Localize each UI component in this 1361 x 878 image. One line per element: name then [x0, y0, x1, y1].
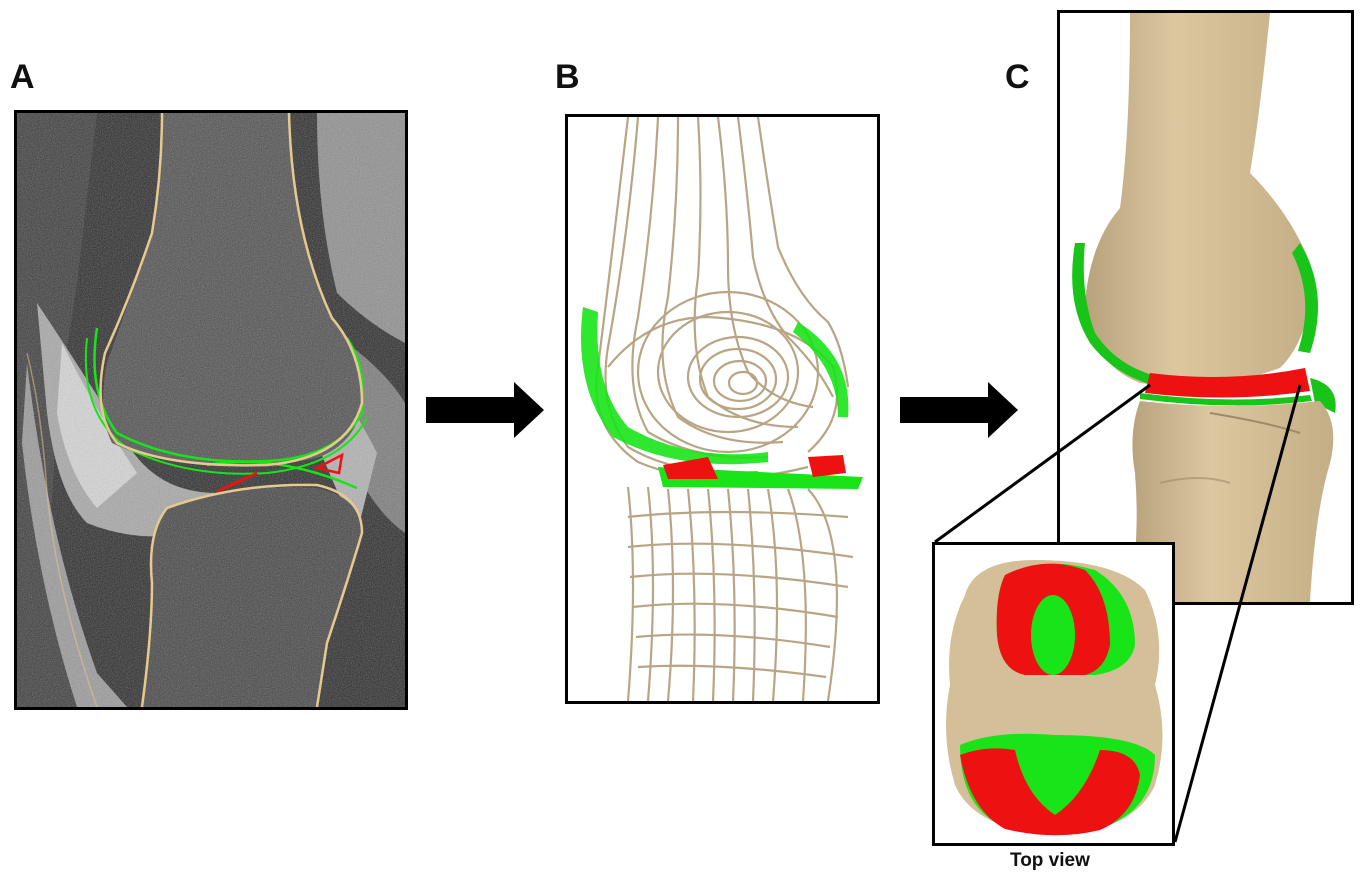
panel-c-label: C: [1005, 60, 1030, 94]
top-view-inset: [932, 542, 1175, 846]
contour-stack-panel: [565, 114, 880, 704]
panel-b-label: B: [555, 60, 580, 94]
mri-slice-image: [17, 113, 405, 707]
panel-a-label: A: [10, 60, 35, 94]
mri-slice-panel: [14, 110, 408, 710]
arrow-right-icon: [426, 380, 546, 440]
contour-stack-image: [568, 117, 877, 701]
tibial-plateau-top-view: [935, 545, 1172, 843]
top-view-caption: Top view: [1010, 850, 1090, 872]
